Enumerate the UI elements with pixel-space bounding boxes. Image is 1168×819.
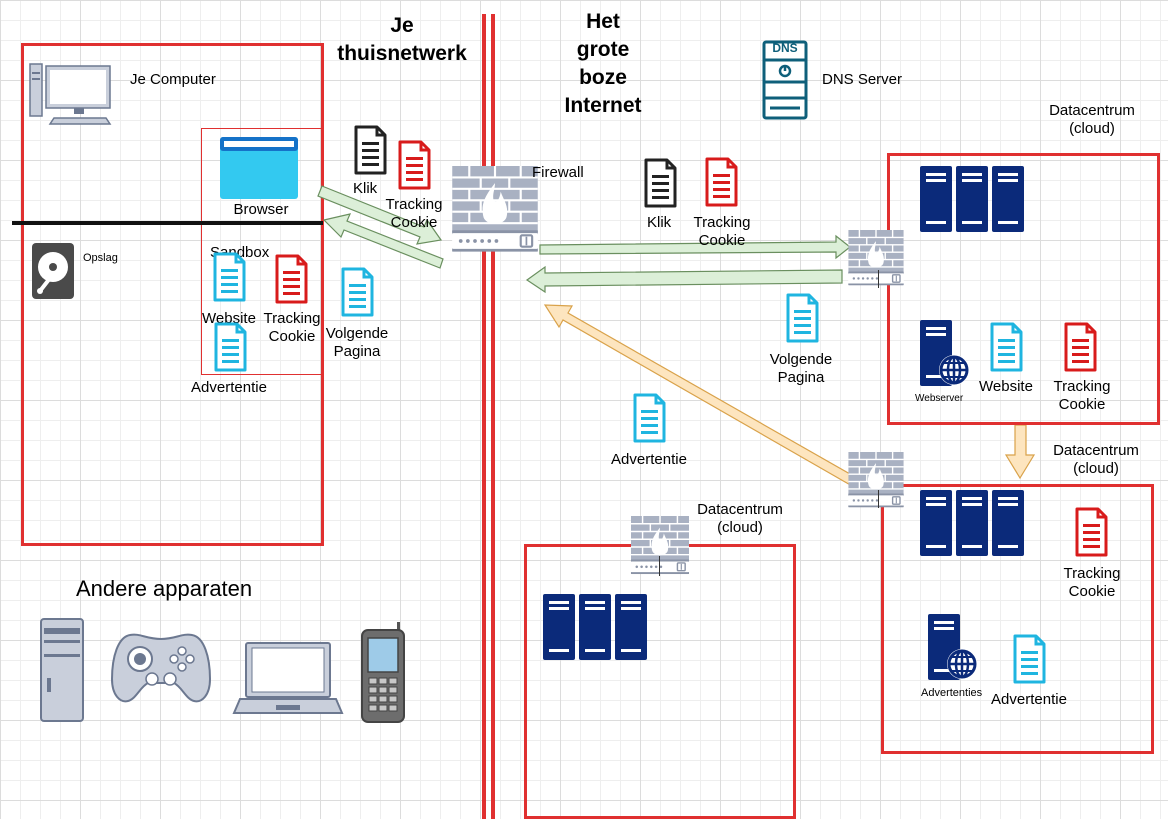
server-icon	[920, 166, 952, 232]
website-doc-icon	[989, 322, 1023, 372]
sandbox-separator	[12, 221, 323, 225]
datacenter-title: Datacentrum (cloud)	[1053, 442, 1139, 477]
firewall-stem	[878, 270, 879, 288]
klik-label: Klik	[647, 214, 672, 231]
firewall-icon	[848, 230, 904, 286]
server-icon	[615, 594, 647, 660]
datacenter-box	[887, 153, 1160, 425]
klik-doc-icon	[353, 125, 387, 175]
volgende-pagina-label: Volgende Pagina	[325, 325, 389, 360]
server-icon	[992, 490, 1024, 556]
other-devices-title: Andere apparaten	[76, 576, 253, 601]
tracking-cookie-label: Tracking Cookie	[1053, 378, 1111, 413]
tracking-cookie-doc-icon	[704, 157, 738, 207]
volgende-pagina-label: Volgende Pagina	[769, 351, 833, 386]
mobile-phone-icon	[361, 622, 405, 723]
browser-icon	[220, 137, 298, 199]
firewall-icon	[630, 516, 690, 575]
datacenter-title: Datacentrum (cloud)	[1049, 102, 1135, 137]
dns-badge: DNS	[772, 41, 798, 55]
advertenties-label: Advertenties	[921, 687, 983, 699]
volgende-pagina-doc-icon	[340, 267, 374, 317]
webserver-label: Webserver	[915, 393, 964, 404]
advertentie-label: Advertentie	[191, 379, 267, 396]
ad-server-icon	[928, 614, 978, 680]
network-divider	[482, 14, 486, 819]
volgende-pagina-doc-icon	[785, 293, 819, 343]
computer-label: Je Computer	[130, 71, 216, 88]
tracking-cookie-label: Tracking Cookie	[1063, 565, 1121, 600]
advertentie-doc-icon	[632, 393, 666, 443]
datacenter-box	[881, 484, 1154, 754]
server-icon	[543, 594, 575, 660]
dns-server-label: DNS Server	[822, 71, 903, 88]
desktop-tower-icon	[40, 618, 84, 722]
tracking-cookie-doc-icon	[1063, 322, 1097, 372]
gamepad-icon	[110, 633, 212, 703]
tracking-cookie-doc-icon	[1074, 507, 1108, 557]
firewall-icon	[848, 452, 904, 508]
browser-label: Browser	[233, 201, 289, 218]
tracking-cookie-label: Tracking Cookie	[263, 310, 321, 345]
server-icon	[956, 490, 988, 556]
website-label: Website	[979, 378, 1033, 395]
firewall-stem	[659, 556, 660, 576]
advertentie-label: Advertentie	[991, 691, 1067, 708]
advertentie-doc-icon	[1012, 634, 1046, 684]
home-network-title: Je thuisnetwerk	[337, 14, 467, 65]
hard-disk-icon	[32, 243, 74, 299]
internet-title: Het grote boze Internet	[564, 10, 642, 117]
tracking-cookie-label: Tracking Cookie	[693, 214, 751, 249]
dns-server-icon	[762, 40, 808, 120]
tracking-cookie-doc-icon	[397, 140, 431, 190]
tracking-cookie-label: Tracking Cookie	[385, 196, 443, 231]
server-icon	[956, 166, 988, 232]
firewall-stem	[878, 490, 879, 508]
datacenter-title: Datacentrum (cloud)	[697, 501, 783, 536]
storage-label: Opslag	[83, 252, 118, 264]
server-icon	[992, 166, 1024, 232]
computer-icon	[29, 63, 112, 125]
klik-label: Klik	[353, 180, 378, 197]
firewall-label: Firewall	[532, 164, 584, 181]
klik-doc-icon	[643, 158, 677, 208]
network-divider	[491, 14, 495, 819]
webserver-icon	[920, 320, 970, 386]
advertentie-label: Advertentie	[611, 451, 687, 468]
datacenter-box	[524, 544, 796, 819]
sandbox-box	[201, 128, 322, 375]
firewall-icon	[452, 166, 538, 252]
laptop-icon	[232, 642, 344, 714]
server-icon	[920, 490, 952, 556]
server-icon	[579, 594, 611, 660]
computer-box	[21, 43, 324, 546]
